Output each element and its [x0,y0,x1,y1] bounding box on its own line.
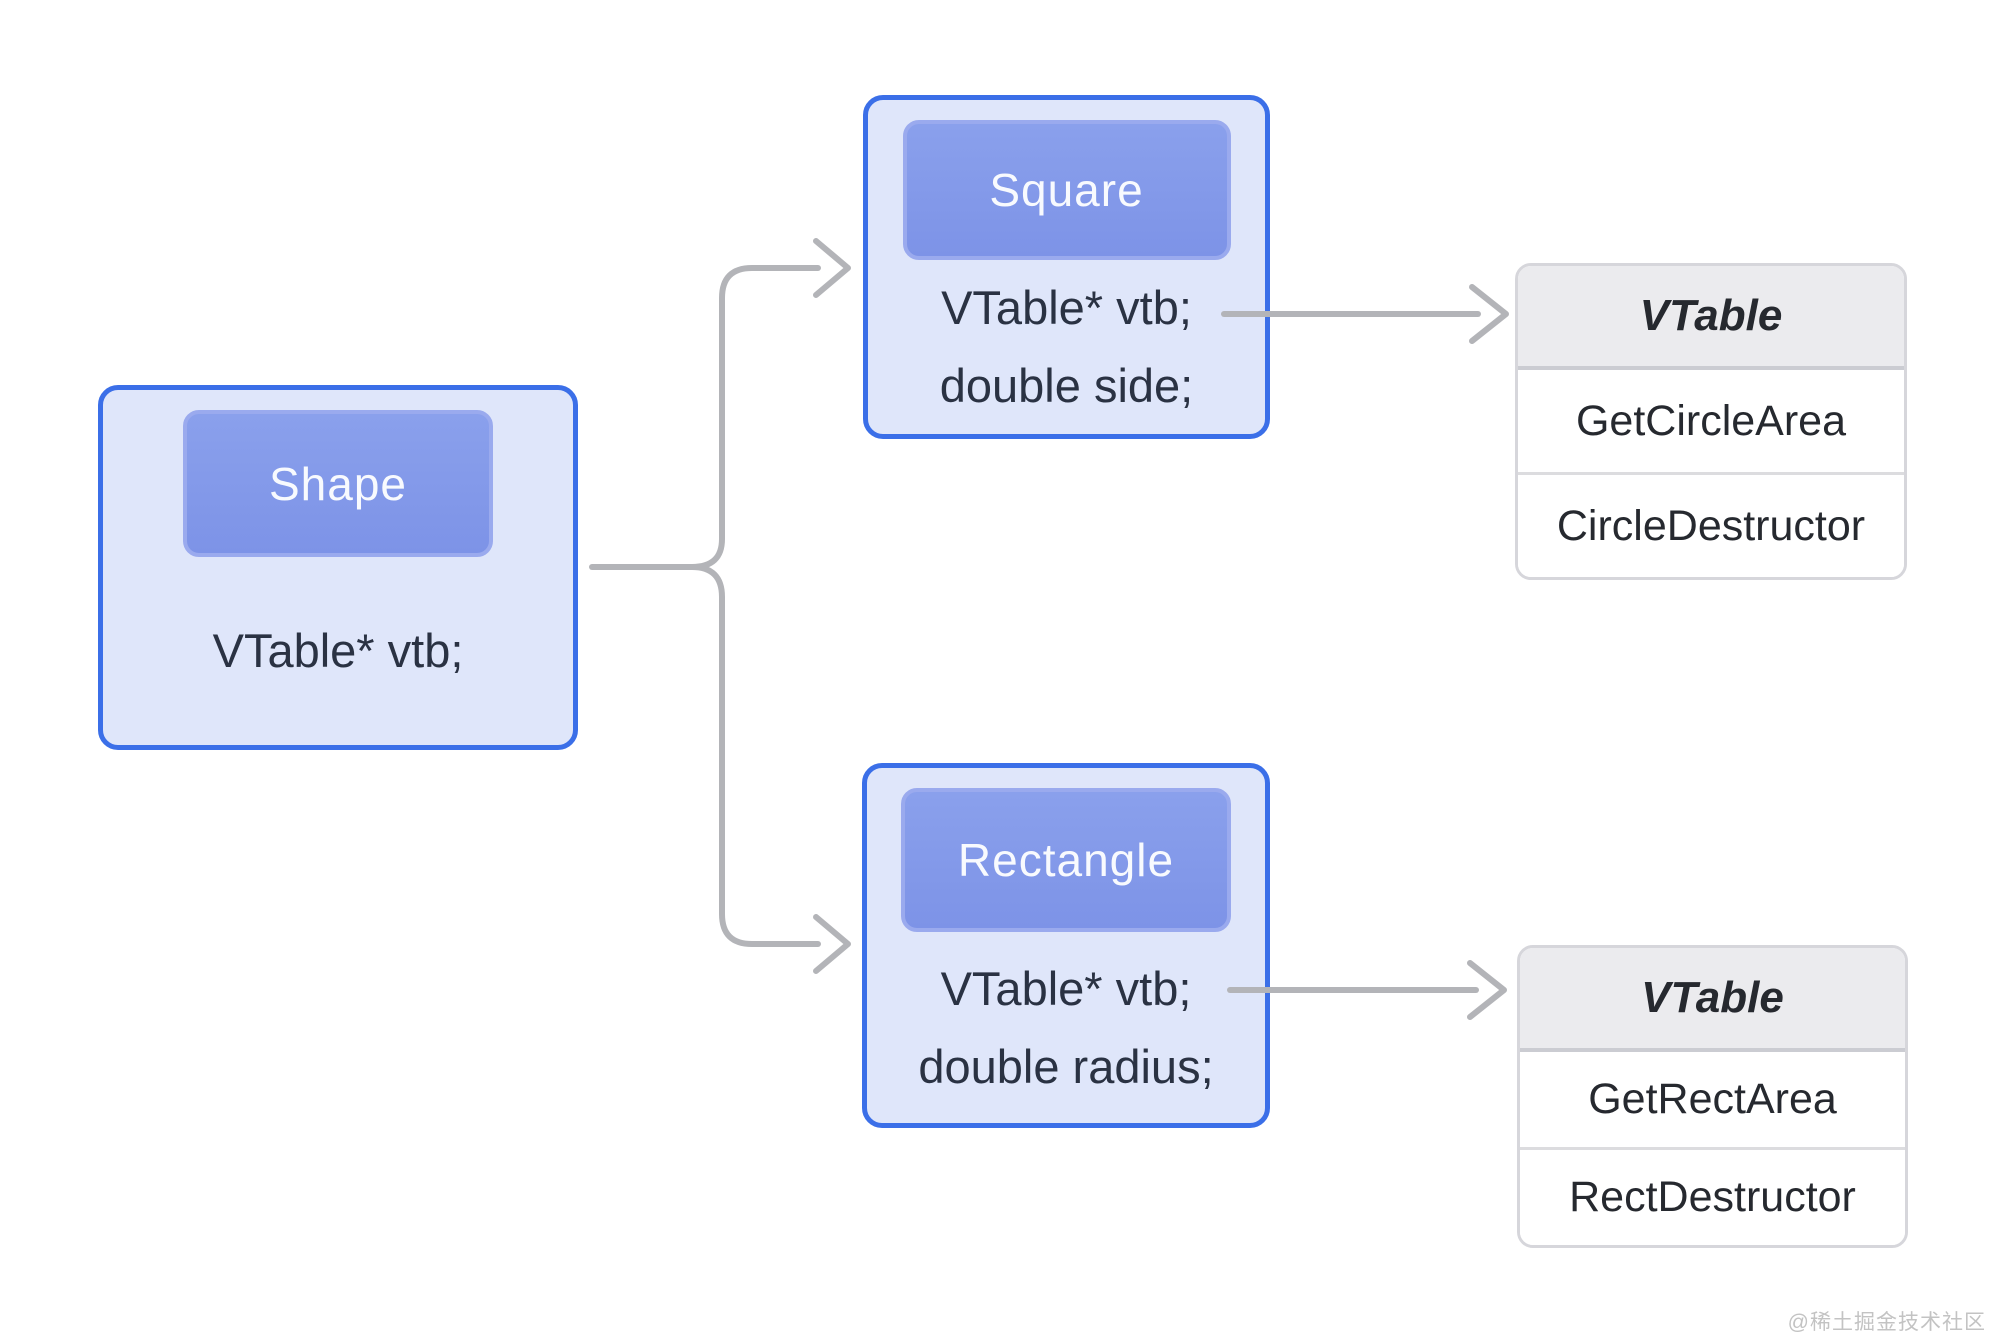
rectangle-attribute-vtb: VTable* vtb; [940,961,1192,1015]
vtable-square-title: VTable [1518,266,1904,370]
shape-title-label: Shape [268,457,407,510]
shape-attribute-vtb: VTable* vtb; [212,624,464,677]
watermark-text: @稀土掘金技术社区 [1787,1311,1986,1334]
square-attribute-vtb: VTable* vtb; [941,281,1192,334]
rectangle-title-pill: Rectangle [901,788,1231,932]
square-attributes: VTable* vtb; double side; [940,260,1193,434]
class-node-rectangle: Rectangle VTable* vtb; double radius; [862,763,1270,1128]
square-attribute-side: double side; [939,359,1194,412]
vtable-rectangle-row-getrectarea: GetRectArea [1520,1052,1905,1150]
vtable-square-row-getcirclearea: GetCircleArea [1518,370,1904,475]
fork-to-square-arrowhead-icon [813,238,851,298]
class-node-square: Square VTable* vtb; double side; [863,95,1270,439]
rectangle-title-label: Rectangle [957,834,1175,886]
fork-to-rectangle-arrowhead-icon [813,914,851,974]
square-title-label: Square [989,164,1144,216]
square-vtb-arrowhead-icon [1469,284,1509,344]
class-node-shape: Shape VTable* vtb; [98,385,578,750]
square-title-pill: Square [902,120,1231,260]
vtable-rectangle: VTable GetRectArea RectDestructor [1517,945,1908,1248]
shape-title-pill: Shape [183,410,493,557]
rectangle-attribute-radius: double radius; [918,1039,1214,1093]
rectangle-vtb-arrowhead-icon [1467,960,1507,1020]
fork-to-square-line [689,265,821,570]
fork-to-rectangle-line [689,564,821,947]
vtable-square: VTable GetCircleArea CircleDestructor [1515,263,1907,580]
shape-attributes: VTable* vtb; [213,557,464,745]
vtable-rectangle-row-rectdestructor: RectDestructor [1520,1150,1905,1245]
vtable-rectangle-title: VTable [1520,948,1905,1052]
rectangle-attributes: VTable* vtb; double radius; [918,932,1213,1123]
vtable-square-row-circledestructor: CircleDestructor [1518,475,1904,577]
